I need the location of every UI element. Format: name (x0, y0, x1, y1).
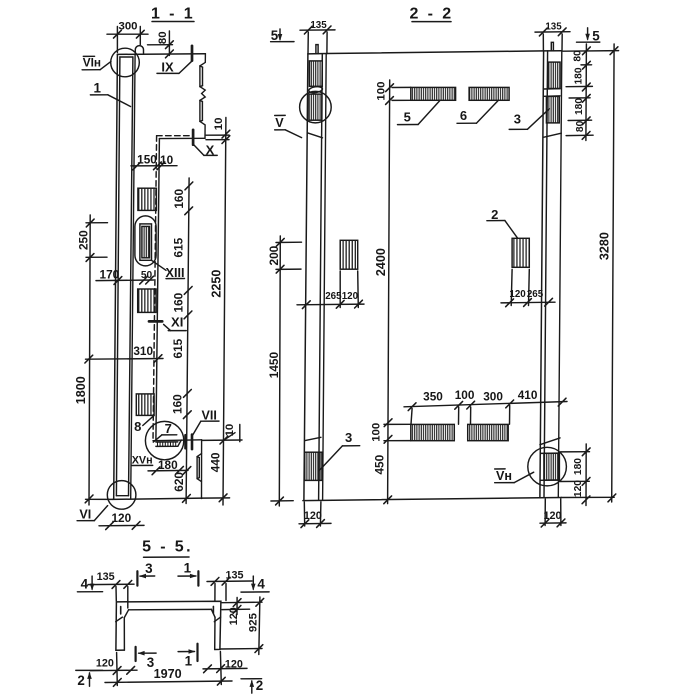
svg-text:120: 120 (573, 480, 584, 497)
svg-text:410: 410 (518, 388, 538, 402)
svg-text:5: 5 (271, 28, 279, 43)
svg-text:200: 200 (267, 245, 281, 265)
svg-text:120: 120 (304, 510, 322, 522)
svg-text:135: 135 (310, 20, 327, 31)
svg-text:3280: 3280 (598, 232, 612, 260)
svg-text:180: 180 (573, 458, 584, 475)
svg-text:3: 3 (345, 430, 352, 445)
svg-text:100: 100 (455, 388, 475, 402)
svg-text:180: 180 (573, 67, 584, 84)
svg-text:IX: IX (161, 60, 174, 75)
svg-text:1: 1 (93, 81, 101, 96)
svg-text:1450: 1450 (267, 352, 281, 379)
svg-text:170: 170 (100, 268, 120, 282)
svg-text:5: 5 (404, 110, 411, 125)
svg-text:615: 615 (172, 237, 186, 257)
svg-text:1800: 1800 (74, 376, 88, 404)
svg-text:120: 120 (96, 658, 114, 670)
svg-text:1 - 1: 1 - 1 (151, 5, 195, 22)
svg-text:120: 120 (509, 289, 526, 300)
svg-text:310: 310 (133, 344, 153, 358)
svg-text:50: 50 (141, 270, 153, 281)
svg-text:135: 135 (97, 571, 115, 583)
svg-text:180: 180 (574, 98, 585, 115)
svg-text:2: 2 (256, 678, 263, 693)
svg-text:1970: 1970 (154, 667, 182, 681)
svg-text:180: 180 (158, 458, 178, 472)
svg-text:80: 80 (157, 31, 169, 44)
svg-text:X: X (206, 143, 215, 158)
svg-text:8: 8 (134, 419, 141, 434)
svg-text:1: 1 (185, 653, 193, 668)
svg-text:10: 10 (160, 153, 174, 167)
svg-text:80: 80 (575, 120, 586, 132)
svg-text:XVн: XVн (132, 455, 153, 467)
svg-text:160: 160 (172, 189, 186, 209)
svg-text:Vн: Vн (496, 469, 512, 483)
svg-text:925: 925 (247, 612, 259, 632)
svg-text:V: V (275, 116, 284, 130)
svg-text:3: 3 (147, 655, 154, 670)
svg-text:300: 300 (483, 389, 503, 403)
svg-text:5 - 5.: 5 - 5. (142, 539, 193, 556)
svg-text:120: 120 (228, 607, 240, 625)
svg-text:250: 250 (77, 230, 91, 250)
svg-text:120: 120 (111, 511, 131, 525)
svg-text:120: 120 (225, 659, 243, 671)
svg-text:440: 440 (209, 452, 223, 472)
svg-text:350: 350 (423, 389, 443, 403)
svg-text:3: 3 (145, 561, 152, 576)
svg-text:VII: VII (201, 409, 216, 423)
svg-text:150: 150 (137, 153, 157, 167)
svg-text:2400: 2400 (374, 248, 388, 276)
svg-text:7: 7 (165, 421, 172, 436)
svg-text:160: 160 (171, 292, 185, 312)
svg-text:135: 135 (545, 21, 562, 32)
svg-text:3: 3 (514, 112, 521, 127)
svg-text:XIII: XIII (166, 266, 185, 280)
svg-text:4: 4 (257, 576, 265, 591)
svg-text:6: 6 (460, 108, 467, 123)
svg-text:80: 80 (573, 50, 584, 62)
svg-text:2250: 2250 (210, 270, 224, 298)
svg-text:2: 2 (77, 673, 84, 688)
svg-text:160: 160 (171, 394, 185, 414)
svg-text:135: 135 (225, 570, 243, 582)
svg-text:2: 2 (491, 207, 498, 222)
svg-text:VIн: VIн (83, 56, 101, 70)
svg-text:VI: VI (79, 508, 91, 522)
svg-text:265: 265 (325, 291, 342, 302)
svg-text:10: 10 (213, 118, 225, 131)
svg-text:5: 5 (592, 29, 600, 44)
svg-text:10: 10 (224, 424, 236, 437)
svg-text:120: 120 (342, 291, 359, 302)
svg-text:450: 450 (372, 454, 386, 474)
svg-text:300: 300 (118, 20, 137, 32)
svg-text:615: 615 (171, 338, 185, 358)
svg-text:4: 4 (81, 576, 89, 591)
svg-text:620: 620 (172, 472, 186, 492)
svg-text:120: 120 (543, 510, 561, 522)
svg-text:100: 100 (375, 82, 387, 101)
svg-text:100: 100 (371, 423, 383, 442)
svg-text:1: 1 (184, 560, 192, 575)
svg-text:2 - 2: 2 - 2 (409, 6, 453, 23)
svg-text:265: 265 (527, 289, 544, 300)
svg-text:XI: XI (171, 315, 183, 330)
